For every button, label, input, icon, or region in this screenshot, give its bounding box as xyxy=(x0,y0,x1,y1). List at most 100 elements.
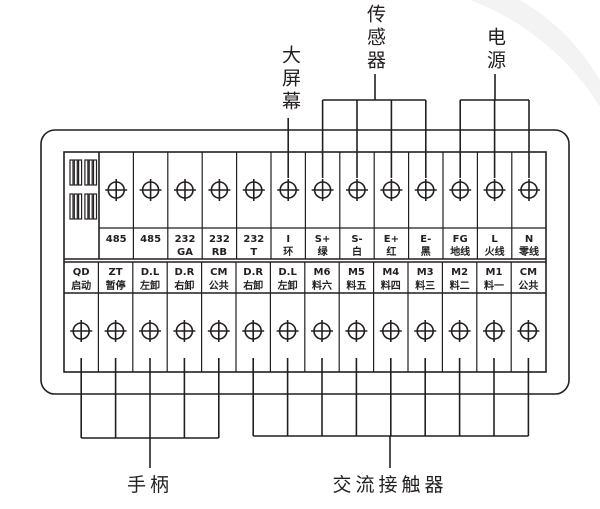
contactor-wires xyxy=(252,358,530,468)
power-label: 电源 xyxy=(484,27,506,73)
terminal-code: M2 xyxy=(451,267,468,278)
terminal-desc: 环 xyxy=(283,246,293,258)
screw-terminal-icon xyxy=(311,179,334,201)
screw-terminal-icon xyxy=(483,179,506,201)
screw-terminal-icon xyxy=(346,179,368,201)
terminal-desc: 右卸 xyxy=(242,279,263,292)
terminal-desc: 料五 xyxy=(346,279,366,292)
top-terminal[interactable]: E-黑 xyxy=(408,152,437,259)
terminal-desc: 料三 xyxy=(415,279,435,292)
terminal-desc: GA xyxy=(177,247,193,258)
terminal-code: FG xyxy=(453,234,468,245)
terminal-code: S+ xyxy=(315,234,331,245)
power-wires xyxy=(459,74,530,178)
terminal-code: D.L xyxy=(141,267,160,278)
terminal-desc: 左卸 xyxy=(277,279,298,292)
terminal-desc: 零线 xyxy=(518,245,539,258)
terminal-desc: 暂停 xyxy=(106,279,126,292)
terminal-desc: 黑 xyxy=(421,246,431,258)
screw-terminal-icon xyxy=(379,320,402,342)
terminal-code: D.L xyxy=(278,267,297,278)
vent-slots-icon xyxy=(69,159,98,220)
top-terminal[interactable]: S-白 xyxy=(339,152,368,259)
terminal-code: CM xyxy=(520,267,537,278)
terminal-desc: 右卸 xyxy=(173,279,194,292)
screw-terminal-icon xyxy=(518,179,540,201)
screw-terminal-icon xyxy=(173,320,196,342)
terminal-code: M4 xyxy=(382,267,399,278)
terminal-code: S- xyxy=(351,234,362,245)
terminal-code: M3 xyxy=(417,267,434,278)
top-terminal[interactable]: I环 xyxy=(270,152,300,259)
screw-terminal-icon xyxy=(449,179,472,201)
top-terminal[interactable]: 485 xyxy=(105,179,128,245)
terminal-code: L xyxy=(491,234,498,245)
terminal-code: E- xyxy=(420,234,431,245)
wires xyxy=(80,74,530,468)
terminal-desc: 公共 xyxy=(209,279,229,292)
screw-terminal-icon xyxy=(311,320,333,342)
screw-terminal-icon xyxy=(104,320,127,342)
bottom-terminal[interactable]: D.R右卸 xyxy=(235,262,265,372)
terminal-code: CM xyxy=(210,267,227,278)
terminal-desc: T xyxy=(250,247,257,258)
bottom-terminal[interactable]: D.L左卸 xyxy=(269,262,299,372)
screw-terminal-icon xyxy=(139,320,161,342)
top-terminal[interactable]: 485 xyxy=(132,152,162,259)
screw-terminal-icon xyxy=(208,179,231,201)
terminal-desc: 公共 xyxy=(518,279,538,292)
terminal-code: 232 xyxy=(209,234,230,245)
terminal-code: 485 xyxy=(140,234,161,245)
top-terminal[interactable]: S+绿 xyxy=(304,152,334,259)
screw-terminal-icon xyxy=(276,320,299,342)
terminal-desc: 启动 xyxy=(71,279,91,292)
terminal-code: 232 xyxy=(175,234,196,245)
terminal-code: M1 xyxy=(486,267,503,278)
terminal-code: 232 xyxy=(243,234,264,245)
terminal-code: M6 xyxy=(314,267,331,278)
terminal-desc: RB xyxy=(212,247,227,258)
sensor-wires xyxy=(321,74,427,178)
screw-terminal-icon xyxy=(414,320,437,342)
terminal-code: D.R xyxy=(243,267,263,278)
screw-terminal-icon xyxy=(414,179,437,201)
sensor-label: 传感器 xyxy=(364,4,386,73)
screw-terminal-icon xyxy=(207,320,230,342)
screw-terminal-icon xyxy=(70,320,93,342)
terminal-code: I xyxy=(286,234,290,245)
bottom-terminal[interactable]: D.R右卸 xyxy=(166,262,196,372)
display-label: 大屏幕 xyxy=(279,45,301,114)
terminal-desc: 绿 xyxy=(318,245,329,258)
handle-label: 手柄 xyxy=(127,474,173,496)
top-terminal[interactable]: E+红 xyxy=(373,152,403,259)
screw-terminal-icon xyxy=(380,179,403,201)
terminal-desc: 料四 xyxy=(381,279,401,292)
screw-terminal-icon xyxy=(448,320,471,342)
top-terminal[interactable]: L火线 xyxy=(476,152,506,259)
screw-terminal-icon xyxy=(345,320,368,342)
screw-terminal-icon xyxy=(242,179,265,201)
terminal-desc: 火线 xyxy=(485,245,505,258)
handle-wires xyxy=(80,358,220,468)
terminal-desc: 左卸 xyxy=(139,279,160,292)
bottom-terminal[interactable]: D.L左卸 xyxy=(132,262,161,372)
top-terminal[interactable]: N零线 xyxy=(511,152,540,259)
screw-terminal-icon xyxy=(139,179,162,201)
terminal-desc: 料六 xyxy=(312,279,332,292)
terminal-desc: 地线 xyxy=(450,245,470,258)
